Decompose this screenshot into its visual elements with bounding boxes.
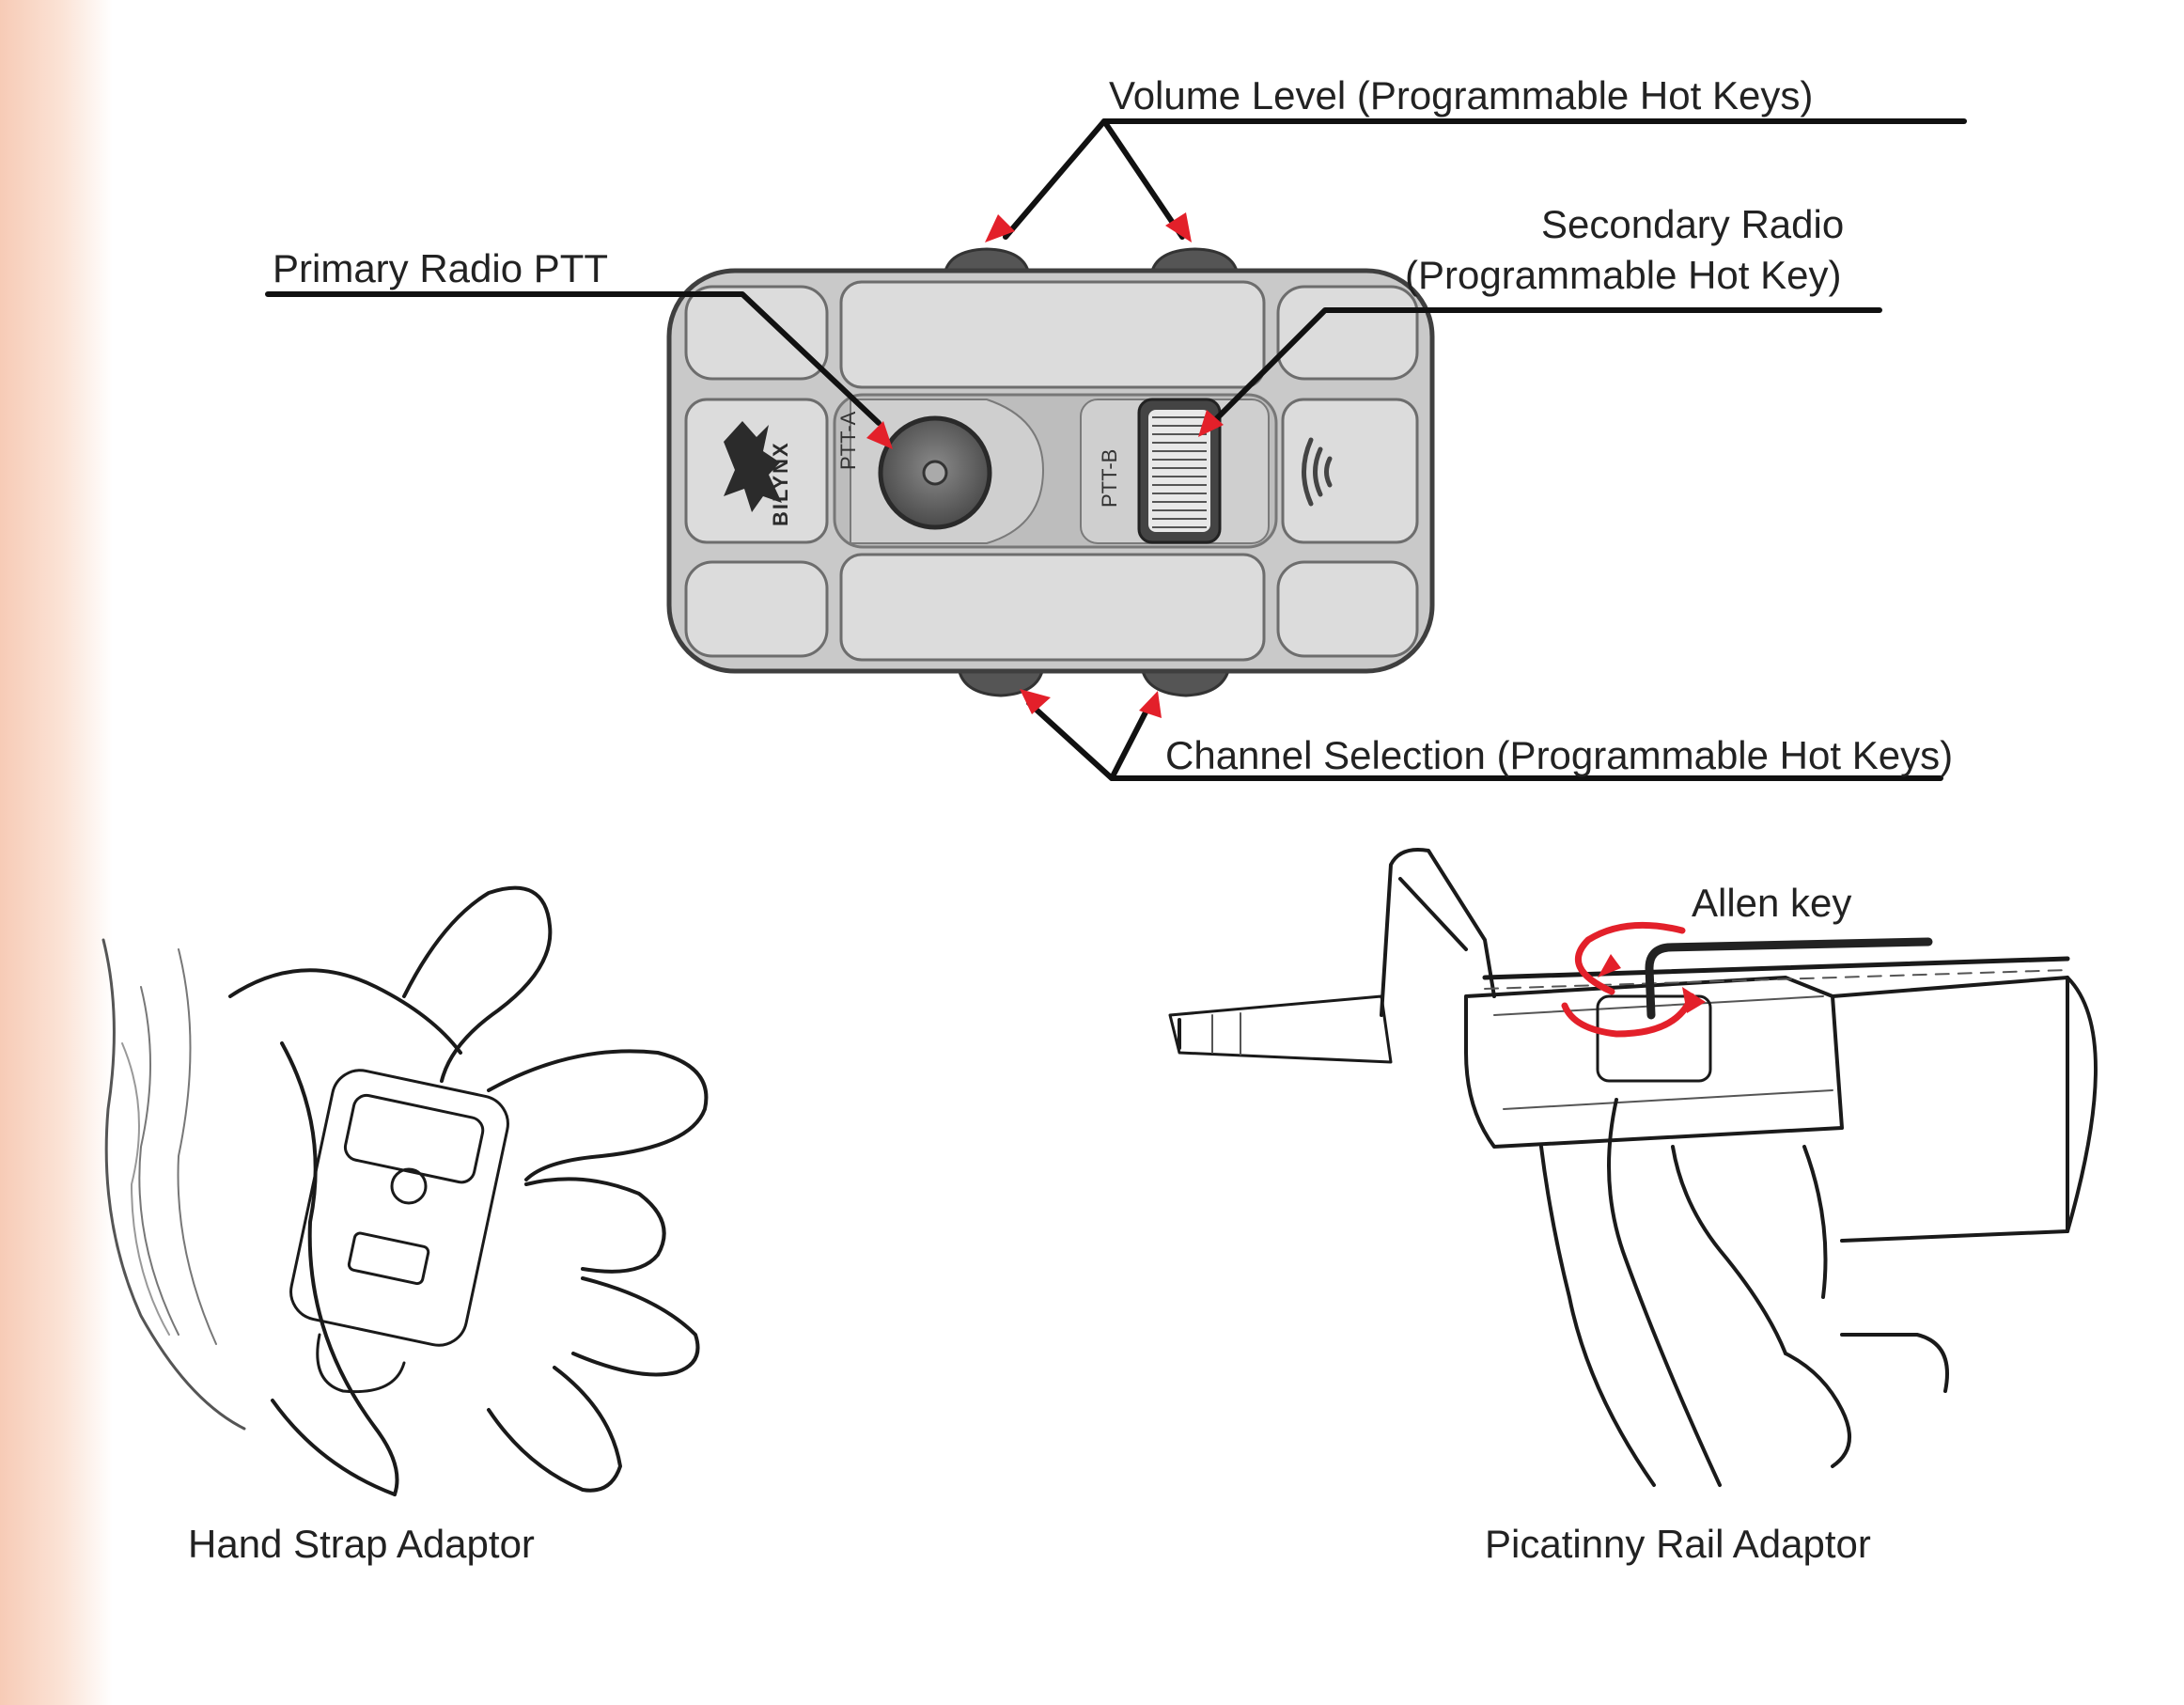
volume-button-left [943, 247, 1031, 276]
channel-arrowhead-right [1139, 691, 1162, 718]
channel-arrow-right-shaft [1109, 704, 1151, 781]
primary-arrowhead [866, 421, 893, 449]
volume-arrowhead-left [985, 214, 1015, 242]
callout-arrowheads [866, 212, 1224, 718]
brand-logo [724, 421, 782, 512]
hand-strap-device [289, 1069, 509, 1394]
volume-arrowhead-right [1165, 212, 1192, 242]
secondary-leader [1209, 307, 1882, 426]
secondary-arrowhead [1198, 410, 1224, 437]
ptt-device [666, 247, 1435, 697]
callout-leaders [265, 118, 1967, 781]
allen-key-arrowheads [1598, 954, 1706, 1013]
channel-button-right [1140, 665, 1231, 697]
allen-key-rotation-arrow [1575, 921, 1686, 995]
channel-button-left [957, 665, 1045, 697]
volume-arrow-left-shaft [1003, 118, 1107, 240]
volume-arrow-right-shaft [1101, 118, 1185, 240]
channel-leader [1026, 700, 1943, 781]
hand-strap-illustration [101, 885, 709, 1496]
rifle-illustration [1168, 848, 2098, 1487]
allen-key [1645, 937, 1933, 1020]
volume-button-right [1149, 247, 1240, 276]
channel-arrowhead-left [1020, 689, 1051, 714]
primary-leader [265, 291, 881, 426]
page-edge-tint [0, 0, 113, 1705]
wireless-signal-icon [1302, 437, 1333, 507]
device-grip-pads [684, 280, 1419, 662]
